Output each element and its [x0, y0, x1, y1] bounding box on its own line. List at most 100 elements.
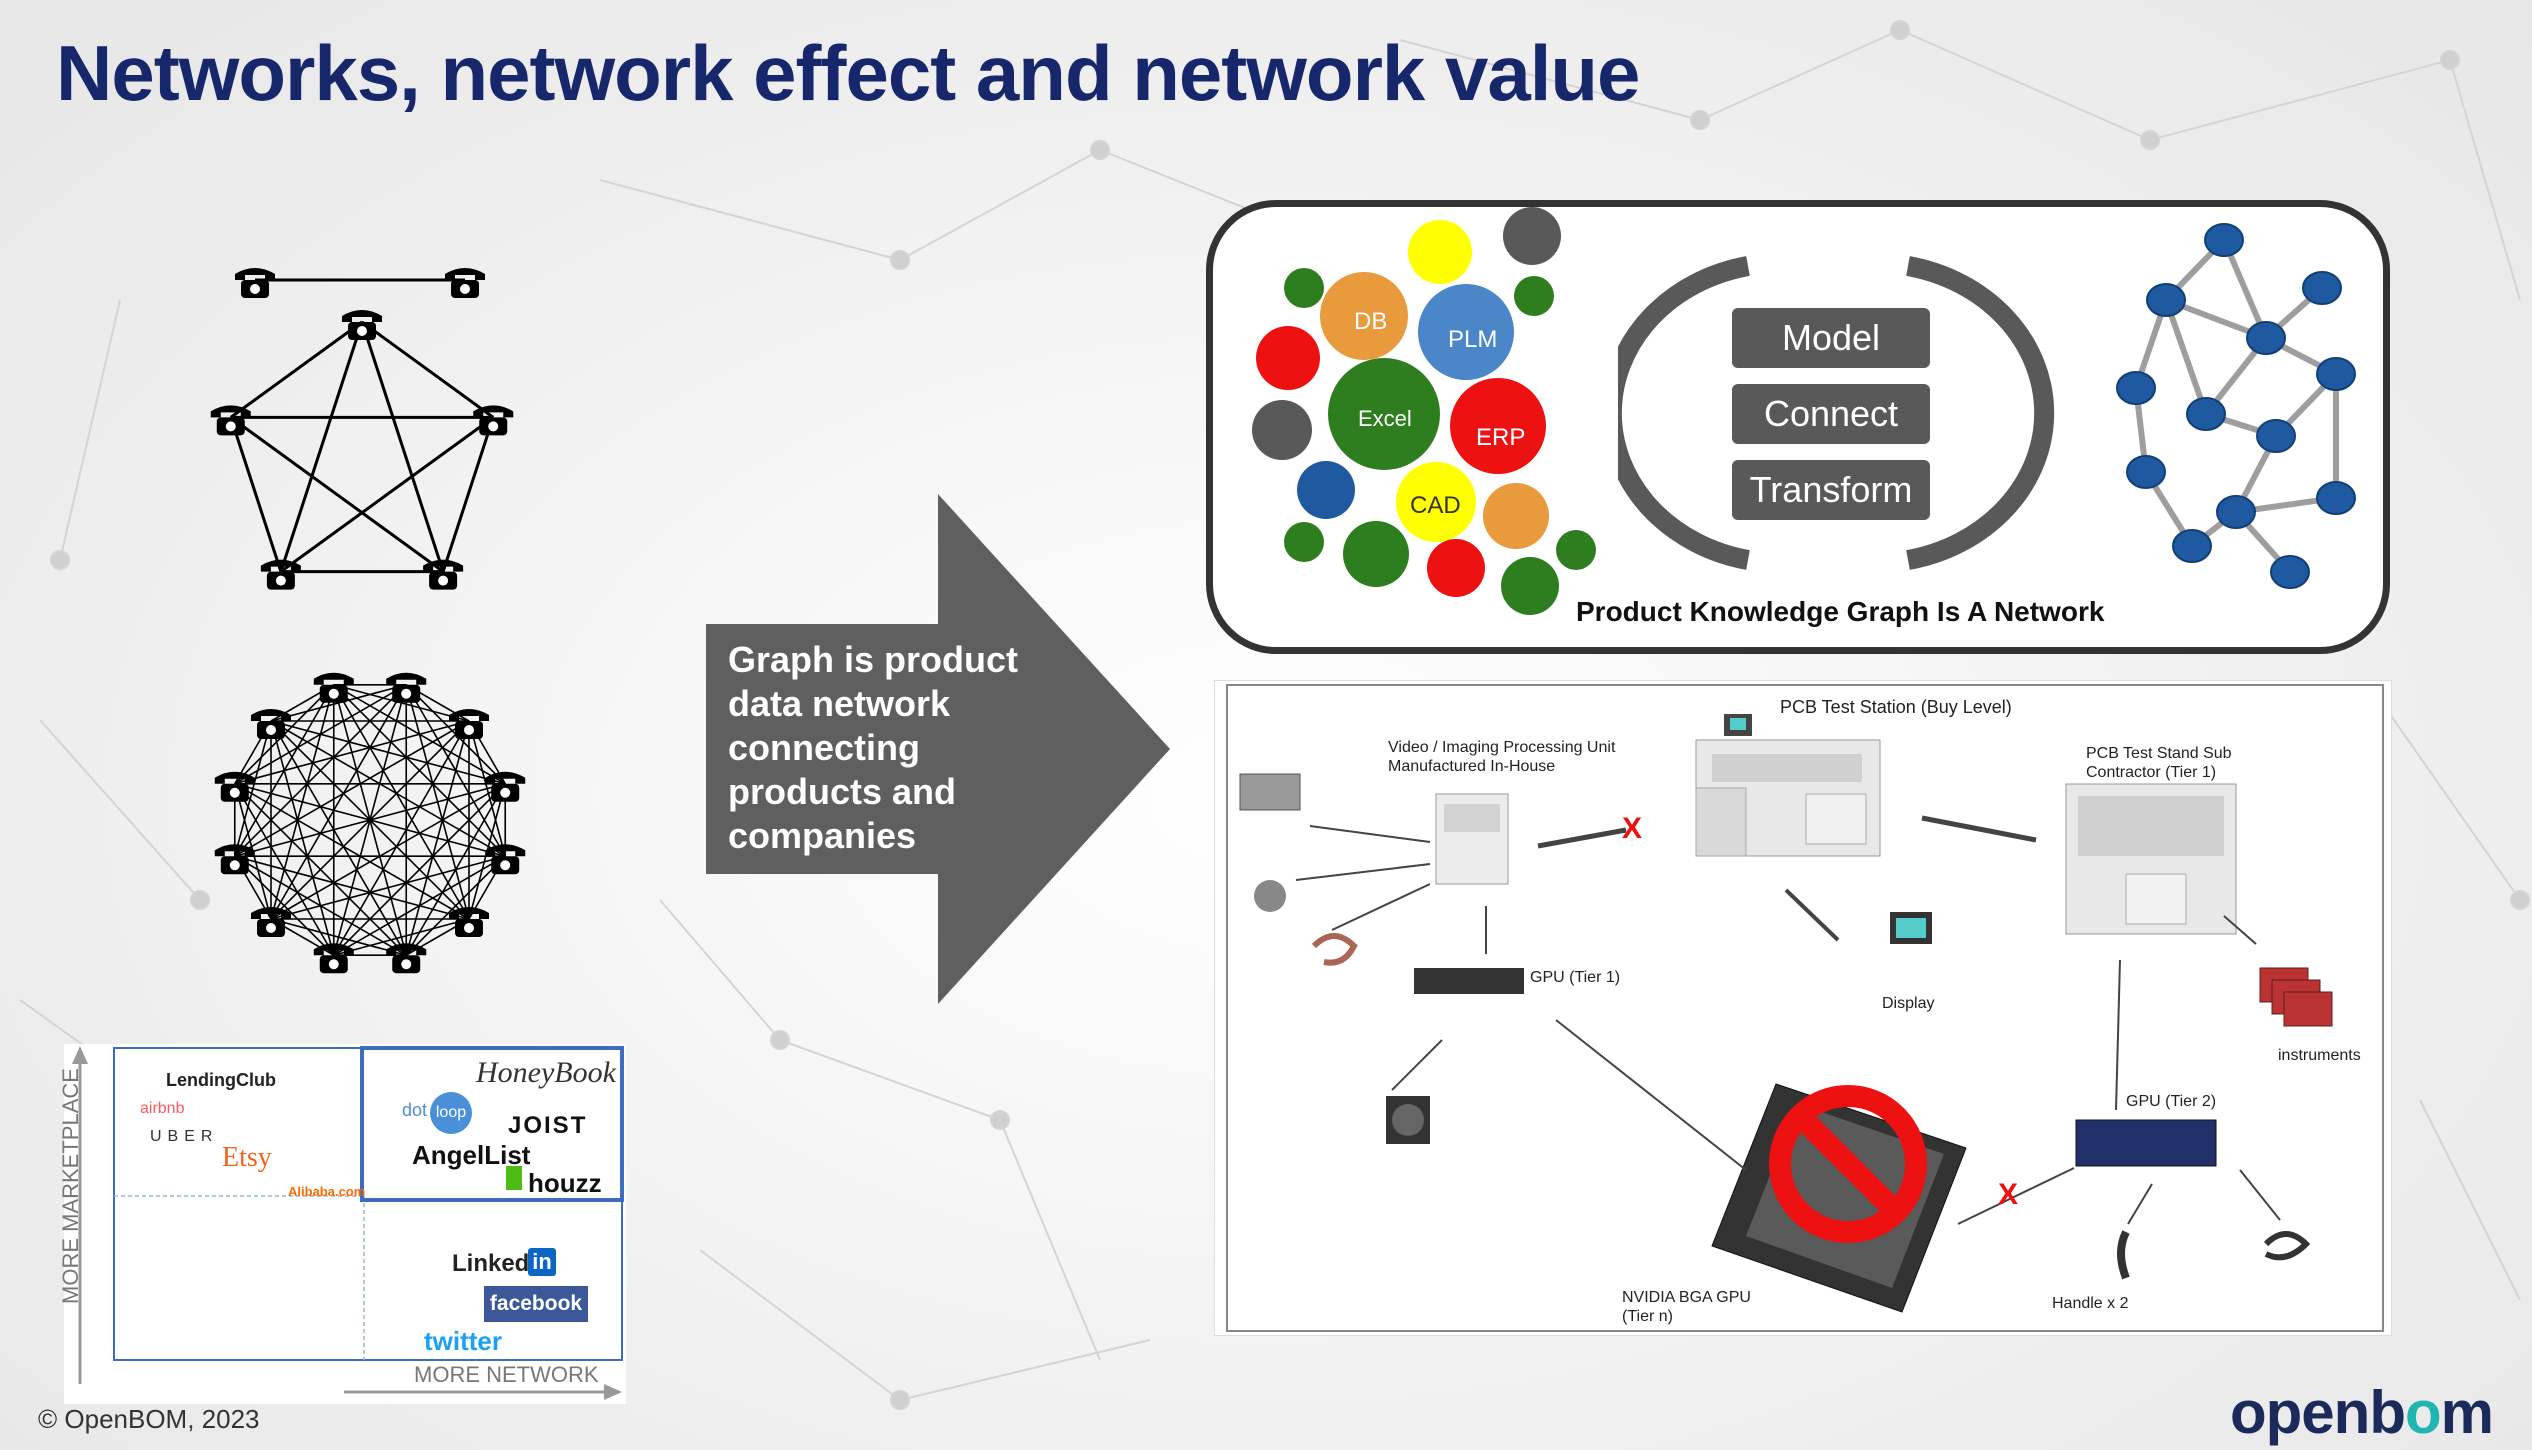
network-link: [332, 684, 408, 956]
network-link: [279, 321, 364, 573]
airbnb-logo: airbnb: [140, 1100, 185, 1117]
linkedin-in-logo: in: [528, 1248, 556, 1276]
copyright-footer: © OpenBOM, 2023: [38, 1404, 260, 1434]
bubble-cad-label: CAD: [1410, 492, 1461, 519]
telephone-icon: [386, 943, 427, 974]
network-link: [441, 416, 495, 573]
gpu-tier1-label: GPU (Tier 1): [1530, 969, 1621, 986]
network-link: [270, 918, 407, 957]
network-link: [234, 855, 335, 956]
network-link: [234, 684, 335, 857]
transform-step: Transform: [1732, 460, 1930, 520]
pcb-test-stand-machine: [2065, 783, 2237, 935]
network-link: [333, 684, 506, 857]
handle-label: Handle x 2: [2052, 1295, 2129, 1312]
instruments-part: [2259, 967, 2333, 1027]
network-link: [333, 683, 470, 722]
blocked-link-mark: X: [1998, 1178, 2019, 1211]
network-link: [229, 416, 444, 573]
network-link: [270, 720, 506, 785]
network-link: [333, 720, 470, 956]
video-processing-unit: [1435, 793, 1509, 885]
nvidia-gpu-chip: [1711, 1083, 1967, 1313]
network-link: [234, 783, 407, 956]
instruments-label: instruments: [2278, 1047, 2361, 1064]
openbom-logo-part: openb: [2230, 1379, 2406, 1446]
network-link: [270, 684, 407, 920]
dotloop-logo-loop: loop: [430, 1092, 472, 1134]
network-link: [360, 321, 445, 573]
network-link: [234, 855, 470, 920]
data-source-bubbles: [1252, 207, 1596, 615]
display-label: Display: [1882, 995, 1935, 1012]
process-brackets: [1618, 256, 2055, 570]
connect-step: Connect: [1732, 384, 1930, 444]
page-title: Networks, network effect and network val…: [56, 29, 1640, 117]
big-arrow-shape: [706, 494, 1170, 1004]
network-link: [270, 684, 335, 920]
telephone-icon: [235, 268, 275, 298]
bubble-db-label: DB: [1354, 308, 1388, 335]
telephone-icon: [313, 943, 354, 974]
gpu-tier1-part: [1414, 968, 1524, 994]
alibaba-logo: Alibaba.com: [288, 1184, 366, 1199]
network-link: [270, 720, 407, 956]
joist-logo: JOIST: [508, 1112, 588, 1139]
graph-network-icon: [2116, 223, 2356, 589]
y-axis-label: MORE MARKETPLACE: [58, 1068, 83, 1304]
network-link: [270, 720, 335, 956]
telephone-icon: [210, 405, 251, 436]
cable-part: [1311, 933, 1358, 966]
openbom-logo-part: m: [2440, 1379, 2494, 1446]
matrix-axes: [72, 1046, 624, 1400]
caster-part: [1254, 880, 1286, 912]
handle-part: [2117, 1230, 2130, 1280]
bubble-plm-label: PLM: [1448, 326, 1498, 353]
bubble-excel-label: Excel: [1358, 406, 1412, 431]
network-link: [229, 416, 283, 573]
video-unit-label: Video / Imaging Processing Unit Manufact…: [1388, 739, 1616, 775]
twitter-logo: twitter: [424, 1326, 502, 1356]
dotloop-logo-dot: dot: [402, 1100, 428, 1120]
houzz-icon: [506, 1166, 522, 1190]
bracket-part: [2263, 1231, 2311, 1261]
linkedin-logo: Linked: [452, 1250, 530, 1277]
network-link: [280, 416, 495, 573]
five-phone-network: [210, 310, 514, 590]
honeybook-logo: HoneyBook: [476, 1056, 616, 1089]
two-phone-network: [235, 268, 485, 298]
arrow-text: Graph is product data network connecting…: [728, 639, 1019, 856]
nvidia-gpu-label: NVIDIA BGA GPU (Tier n): [1622, 1289, 1751, 1325]
prohibited-icon: [1769, 1085, 1927, 1243]
network-link: [333, 684, 470, 920]
facebook-logo: facebook: [484, 1286, 588, 1322]
marketplace-network-matrix: [64, 1044, 626, 1404]
telephone-icon: [260, 559, 301, 590]
telephone-icon: [342, 310, 382, 340]
model-step: Model: [1732, 308, 1930, 368]
knowledge-graph-caption: Product Knowledge Graph Is A Network: [1576, 596, 2105, 627]
pcb-test-station-machine: [1695, 714, 1881, 857]
phone-network-diagrams: [210, 268, 526, 974]
bom-diagram-frame: [1226, 684, 2384, 1332]
network-link: [270, 720, 506, 857]
pcb-station-label: PCB Test Station (Buy Level): [1780, 697, 2012, 717]
bom-diagram-graphics: [1239, 714, 2333, 1313]
houzz-logo: houzz: [528, 1168, 602, 1198]
angellist-logo: AngelList: [412, 1140, 531, 1170]
network-link: [234, 720, 470, 857]
network-link: [270, 783, 506, 920]
uber-logo: UBER: [150, 1128, 219, 1145]
openbom-logo-o: o: [2404, 1379, 2442, 1446]
network-link: [233, 720, 272, 857]
twelve-phone-network: [214, 672, 526, 974]
blocked-link-mark: X: [1622, 812, 1643, 845]
network-link: [229, 320, 363, 419]
telephone-icon: [473, 405, 514, 436]
network-link: [361, 320, 495, 419]
etsy-logo: Etsy: [222, 1142, 272, 1173]
network-link: [333, 684, 506, 785]
lendingclub-logo: LendingClub: [166, 1070, 276, 1090]
power-supply-part: [1239, 773, 1301, 811]
